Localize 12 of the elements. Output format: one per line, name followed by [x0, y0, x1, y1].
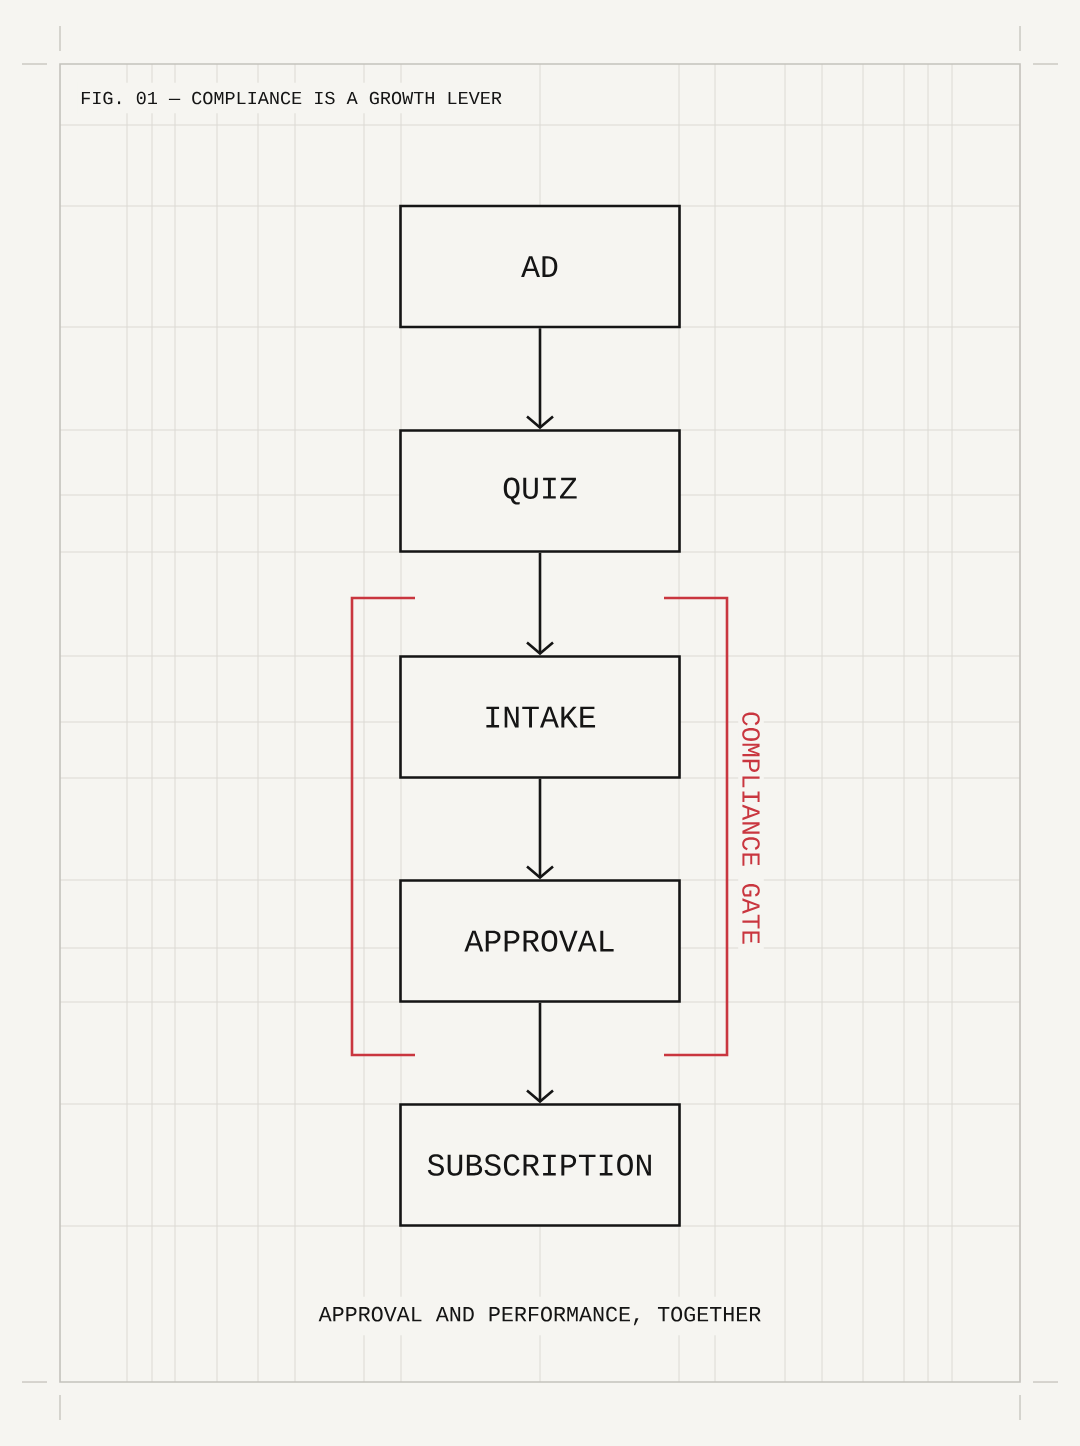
arrow: [526, 778, 554, 880]
process-box: QUIZ: [399, 429, 681, 553]
arrow: [526, 552, 554, 656]
process-box: INTAKE: [399, 655, 681, 779]
vertical-label: COMPLIANCE GATE: [738, 705, 764, 952]
caption: APPROVAL AND PERFORMANCE, TOGETHER: [314, 1296, 766, 1336]
process-box: APPROVAL: [399, 879, 681, 1003]
arrow: [526, 328, 554, 430]
process-box: SUBSCRIPTION: [399, 1103, 681, 1227]
arrow: [526, 1002, 554, 1104]
process-box: AD: [399, 204, 681, 329]
figure-title: FIG. 01 — COMPLIANCE IS A GROWTH LEVER: [77, 82, 506, 114]
